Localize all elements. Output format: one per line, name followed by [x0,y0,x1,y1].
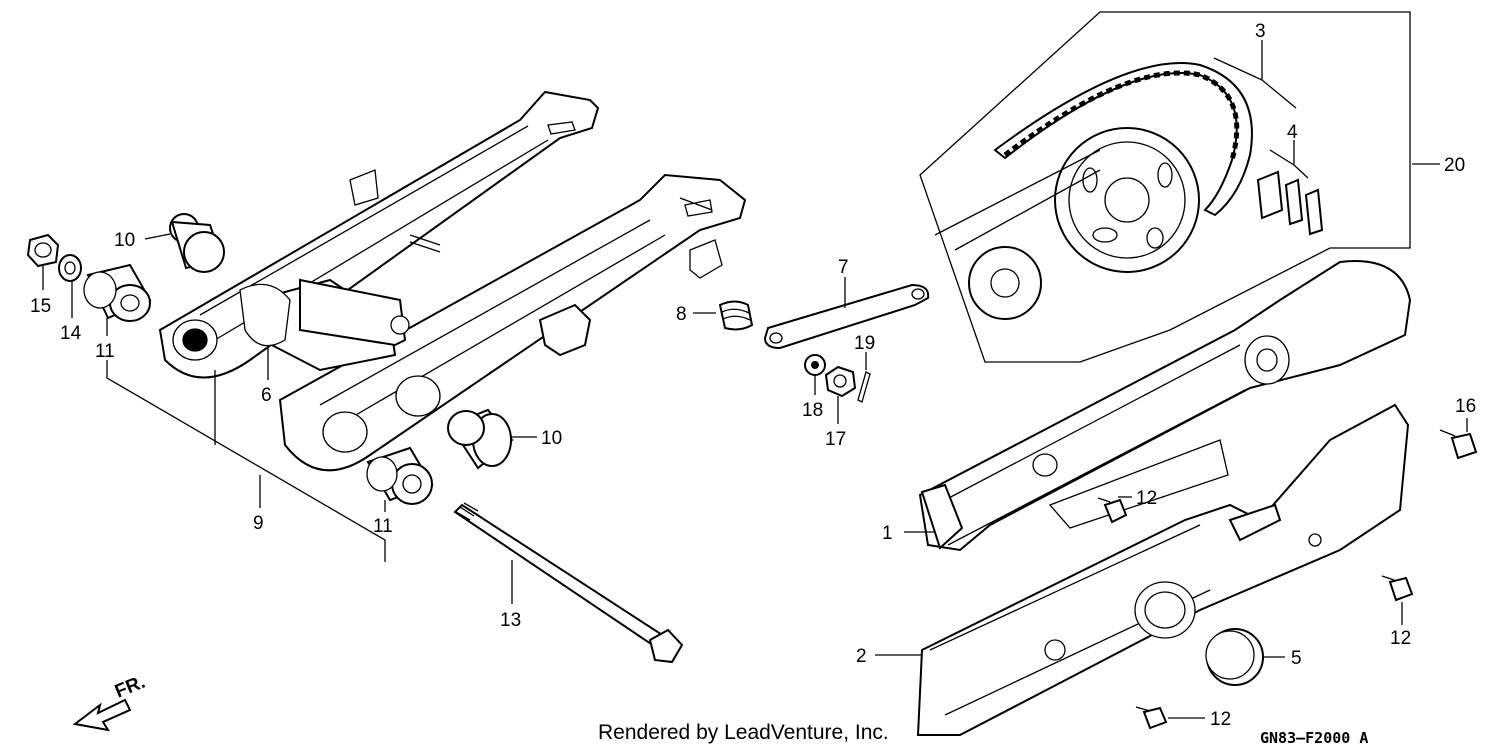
callout-9: 9 [253,513,264,534]
leader-lines [42,40,1468,719]
callout-13: 13 [500,610,521,631]
front-direction-label: FR. [112,672,148,703]
bolt-12-a [1097,497,1128,524]
callout-14: 14 [60,323,82,344]
link-7 [763,283,930,350]
callout-10-lower: 10 [541,428,562,449]
callout-12-b: 12 [1390,628,1411,649]
callout-2: 2 [856,646,867,667]
washer-14 [58,254,82,282]
callout-12-c: 12 [1210,709,1231,730]
render-credit: Rendered by LeadVenture, Inc. [598,721,889,744]
bolt-16 [1439,429,1478,460]
callout-20: 20 [1444,155,1465,176]
bolt-12-b [1381,575,1414,602]
callout-8: 8 [676,304,687,325]
chain-case-upper-1 [918,260,1412,552]
callout-5: 5 [1291,648,1302,669]
bushing-10-lower [447,408,514,470]
chain-case-lower-2 [916,403,1410,736]
bushing-11-upper [83,263,152,322]
spring-8 [718,300,754,331]
callout-7: 7 [838,257,849,278]
callout-4: 4 [1287,122,1298,143]
callout-3: 3 [1255,21,1266,42]
callout-19: 19 [854,333,875,354]
bushing-11-lower [366,446,434,505]
cotter-pin-19 [857,371,871,403]
swingarm-assembly [158,90,747,472]
pivot-bolt-13 [453,502,684,664]
washer-18 [804,354,826,376]
bushing-10-upper [169,213,225,273]
callout-10-upper: 10 [114,230,135,251]
callout-labels: 1 2 3 4 5 6 7 8 9 10 10 11 11 12 12 12 1… [30,21,1476,730]
bolt-12-c [1135,706,1168,730]
cap-5 [1205,628,1264,686]
callout-6: 6 [261,385,272,406]
callout-11-upper: 11 [95,341,115,362]
front-direction-arrow: FR. [72,672,148,732]
nut-17 [824,365,857,398]
diagram-code: GN83–F2000 A [1260,729,1368,747]
bolt-15 [26,233,60,268]
callout-12-a: 12 [1136,488,1157,509]
callout-17: 17 [825,429,846,450]
callout-11-lower: 11 [373,516,393,537]
callout-18: 18 [802,400,823,421]
callout-15: 15 [30,296,51,317]
callout-16: 16 [1455,396,1476,417]
callout-1: 1 [882,523,893,544]
drive-chain-and-sprockets-20 [919,11,1411,363]
